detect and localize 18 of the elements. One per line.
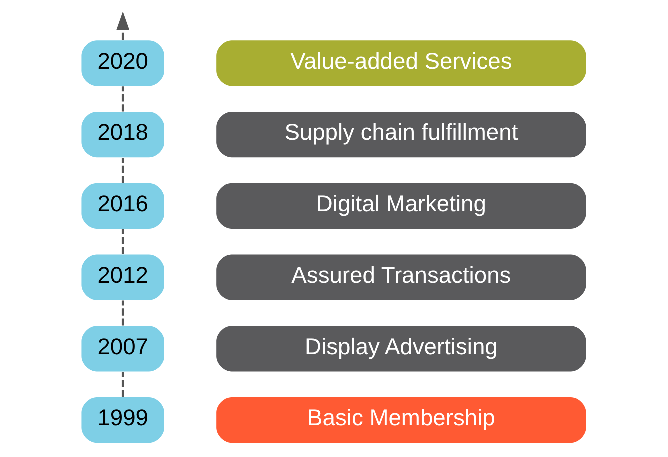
node-box: Supply chain fulfillment	[216, 112, 586, 158]
arrow	[116, 12, 130, 40]
node-box: Digital Marketing	[216, 183, 586, 230]
node-box: Value-added Services	[216, 40, 586, 86]
connector	[122, 158, 124, 184]
connector	[122, 300, 124, 326]
node-box: 2012	[82, 254, 164, 300]
node-box: 2018	[82, 112, 164, 158]
connector	[122, 372, 124, 398]
node-box: 2007	[82, 326, 164, 372]
node-box: Assured Transactions	[216, 254, 586, 300]
connector	[122, 229, 124, 254]
node-box: 2020	[82, 40, 164, 86]
node-box: Display Advertising	[216, 326, 586, 372]
node-box: Basic Membership	[216, 397, 586, 444]
connector	[122, 86, 124, 112]
node-box: 1999	[82, 397, 164, 444]
node-box: 2016	[82, 183, 164, 230]
